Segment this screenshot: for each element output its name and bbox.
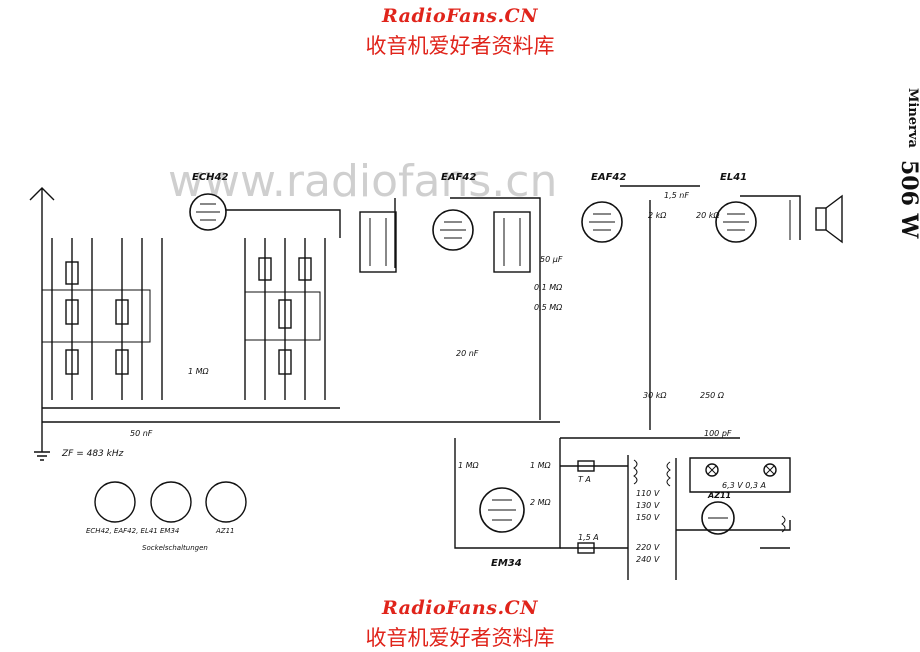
ground-symbol <box>34 432 50 461</box>
rectifier-filter <box>676 520 791 549</box>
tap-240v: 240 V <box>636 555 660 564</box>
ech42-anode-line <box>200 209 341 238</box>
tap-130v: 130 V <box>636 501 660 510</box>
socket-ech42-eaf42-el41 <box>94 481 136 523</box>
cap-20nf-label: 20 nF <box>456 349 479 358</box>
antenna-symbol <box>29 187 55 232</box>
eaf42-label-2: EAF42 <box>591 172 626 183</box>
socket-3-label: AZ11 <box>215 527 235 535</box>
socket-em34 <box>150 481 192 523</box>
el41-label: EL41 <box>720 172 747 183</box>
res-20k-label: 20 kΩ <box>696 211 720 220</box>
eaf42-tube-1 <box>432 209 474 251</box>
band-switch-bank-1 <box>42 238 163 400</box>
if-transformer-2 <box>493 211 531 273</box>
filter-choke <box>781 515 786 533</box>
tap-220v: 220 V <box>636 543 660 552</box>
band-switch-bank-2 <box>244 238 326 400</box>
socket-az11 <box>205 481 247 523</box>
res-250-label: 250 Ω <box>700 391 725 400</box>
socket-1-label: ECH42, EAF42, EL41 <box>86 527 158 535</box>
em34-circuit <box>454 438 561 549</box>
tap-110v: 110 V <box>636 489 660 498</box>
res-30k-label: 30 kΩ <box>643 391 667 400</box>
res-0-5m-label: 0,5 MΩ <box>534 303 563 312</box>
res-2k-label: 2 kΩ <box>648 211 667 220</box>
az11-label: AZ11 <box>707 491 731 500</box>
loudspeaker <box>789 194 843 244</box>
az11-tube <box>701 501 735 535</box>
socket-caption: Sockelschaltungen <box>142 544 208 552</box>
fuse-1-label: T A <box>578 475 591 484</box>
res-0-1m-label: 0,1 MΩ <box>534 283 563 292</box>
em34-resistor-2m: 2 MΩ <box>530 498 552 507</box>
eaf42a-plate-line <box>450 197 541 420</box>
em34-resistor-1m-b: 1 MΩ <box>530 461 552 470</box>
cap-100pf-label: 100 pF <box>704 429 732 438</box>
ech42-tube <box>189 193 227 231</box>
lamp-label: 6,3 V 0,3 A <box>722 481 766 490</box>
if-frequency-label: ZF = 483 kHz <box>61 449 124 459</box>
cap-50nf-label: 50 nF <box>130 429 153 438</box>
eaf42-label-1: EAF42 <box>441 172 476 183</box>
dial-lamps <box>689 457 791 493</box>
ech42-label: ECH42 <box>192 172 228 183</box>
header-cn-text: 收音机爱好者资料库 <box>365 34 555 58</box>
res-1m-label: 1 MΩ <box>188 367 210 376</box>
fuse-1 <box>577 460 595 472</box>
header-brand: RadioFans.CN <box>381 5 539 27</box>
power-transformer <box>627 455 677 580</box>
em34-tube <box>479 487 525 533</box>
if-transformer-1 <box>359 211 397 273</box>
cap-50uf-label: 50 μF <box>540 255 563 264</box>
em34-label: EM34 <box>491 558 522 569</box>
eaf42-tube-2 <box>581 201 623 243</box>
footer-cn-text: 收音机爱好者资料库 <box>365 626 555 650</box>
socket-2-label: EM34 <box>160 527 179 535</box>
el41-tube <box>715 201 757 243</box>
fuse-2-label: 1,5 A <box>578 533 599 542</box>
cap-1-5nf-label: 1,5 nF <box>664 191 689 200</box>
fuse-2 <box>577 542 595 554</box>
em34-resistor-1m-a: 1 MΩ <box>458 461 480 470</box>
tap-150v: 150 V <box>636 513 660 522</box>
footer-brand: RadioFans.CN <box>381 597 539 619</box>
